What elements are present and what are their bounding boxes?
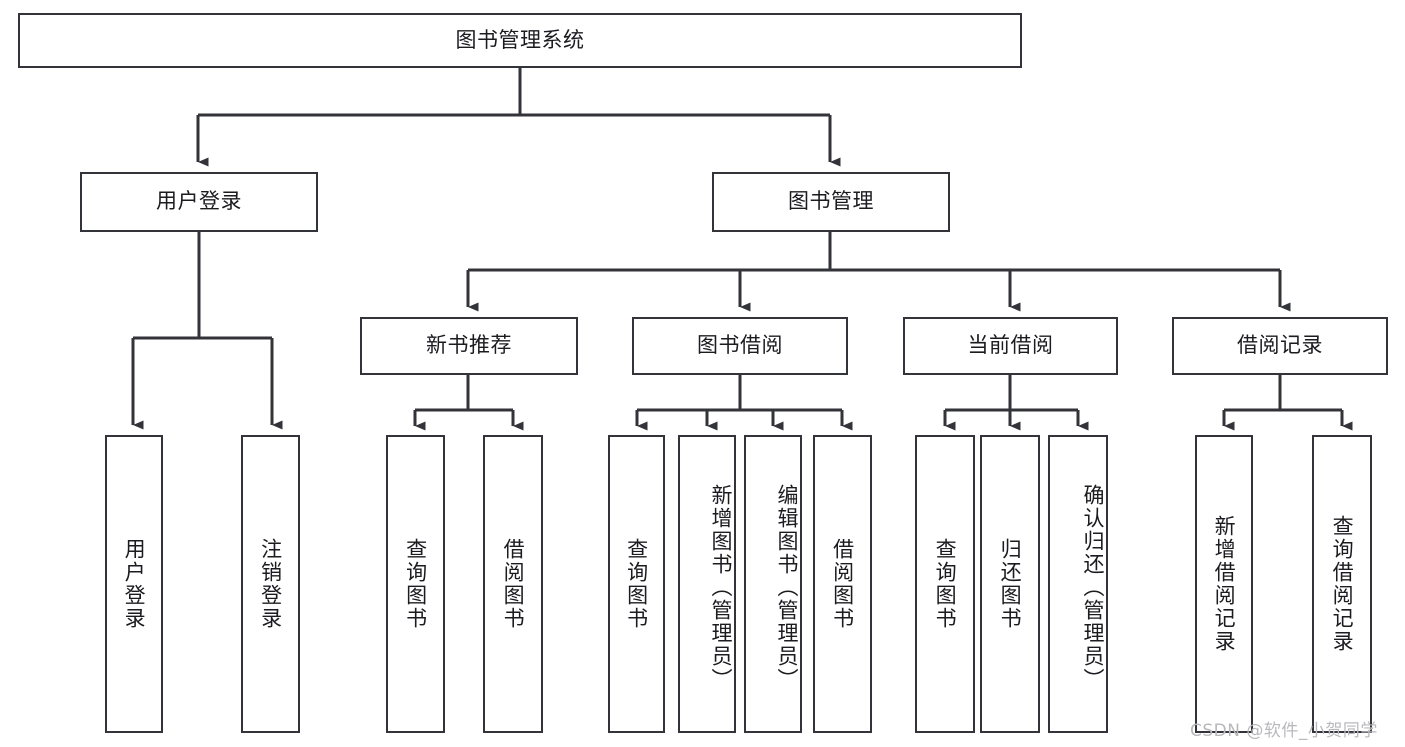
leaf-user-login[interactable]: 用户登录 (105, 435, 163, 733)
leaf-confirm-return-admin[interactable]: 确认归还（管理员） (1048, 435, 1108, 733)
leaf-query-books-borrow[interactable]: 查询图书 (608, 435, 665, 733)
leaf-logout[interactable]: 注销登录 (241, 435, 300, 733)
node-user-login[interactable]: 用户登录 (80, 172, 318, 232)
node-current-borrowing[interactable]: 当前借阅 (903, 317, 1118, 375)
node-new-book-recommendation[interactable]: 新书推荐 (360, 317, 578, 375)
leaf-borrow-books-new[interactable]: 借阅图书 (483, 435, 543, 733)
node-root-book-management-system[interactable]: 图书管理系统 (18, 13, 1022, 68)
leaf-query-books-current[interactable]: 查询图书 (915, 435, 975, 733)
leaf-return-books[interactable]: 归还图书 (980, 435, 1040, 733)
node-book-borrowing[interactable]: 图书借阅 (632, 317, 848, 375)
leaf-borrow-books[interactable]: 借阅图书 (813, 435, 872, 733)
leaf-add-book-admin[interactable]: 新增图书（管理员） (678, 435, 736, 733)
node-book-management[interactable]: 图书管理 (712, 172, 950, 232)
csdn-watermark: CSDN @软件_小贺同学 (1190, 721, 1378, 741)
leaf-query-books-new[interactable]: 查询图书 (386, 435, 445, 733)
leaf-query-borrow-record[interactable]: 查询借阅记录 (1312, 435, 1372, 733)
node-borrowing-records[interactable]: 借阅记录 (1172, 317, 1388, 375)
leaf-edit-book-admin[interactable]: 编辑图书（管理员） (744, 435, 802, 733)
leaf-add-borrow-record[interactable]: 新增借阅记录 (1195, 435, 1253, 733)
